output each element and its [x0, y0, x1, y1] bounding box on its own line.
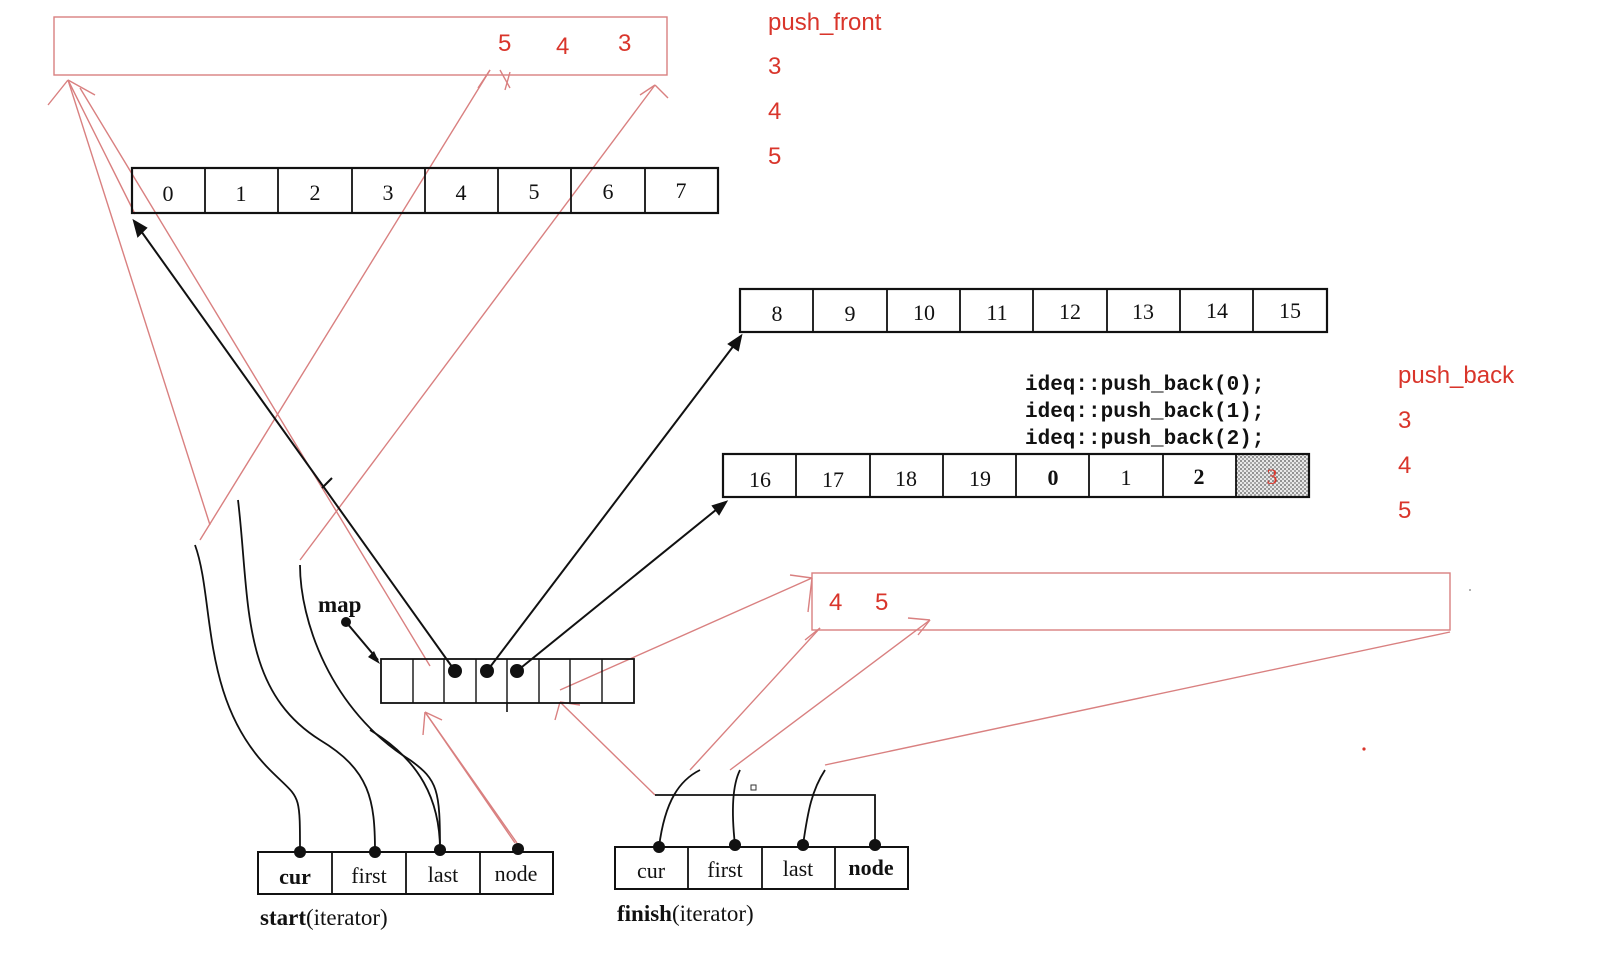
buffer-c-cell: 19 [969, 466, 991, 491]
finish-iterator-name: finish [617, 901, 672, 926]
stray-mark [1362, 747, 1366, 751]
buffer-c-cell: 1 [1121, 465, 1132, 490]
front-buffer-value: 4 [556, 33, 569, 60]
stray-mark [750, 784, 757, 791]
buffer-a: 0 1 2 3 4 5 6 7 [130, 166, 720, 215]
buffer-c-cell: 0 [1048, 465, 1059, 490]
buffer-b-cell: 9 [845, 301, 856, 326]
push-back-item: 5 [1398, 497, 1411, 524]
buffer-a-cell: 4 [456, 180, 467, 205]
push-front-item: 4 [768, 98, 781, 125]
buffer-c-shaded-cell [1236, 454, 1309, 497]
buffer-b-cell: 13 [1132, 299, 1154, 324]
back-buffer-value: 5 [875, 589, 888, 616]
buffer-c-cell: 2 [1194, 464, 1205, 489]
front-buffer-value: 5 [498, 30, 511, 57]
buffer-c-cell: 18 [895, 466, 917, 491]
buffer-c: 16 17 18 19 0 1 2 3 [721, 452, 1311, 499]
code-line: ideq::push_back(2); [1025, 428, 1264, 451]
buffer-b: 8 9 10 11 12 13 14 15 [738, 287, 1329, 334]
code-line: ideq::push_back(0); [1025, 374, 1264, 397]
map-array: map [318, 592, 635, 712]
buffer-c-cell: 3 [1267, 464, 1278, 489]
back-buffer-value: 4 [829, 589, 842, 616]
push-back-buffer-box [811, 572, 1451, 631]
finish-field: node [848, 855, 893, 880]
buffer-a-cell: 5 [529, 179, 540, 204]
stray-mark [1469, 589, 1471, 591]
buffer-a-cell: 1 [236, 181, 247, 206]
buffer-c-cell: 17 [822, 467, 844, 492]
start-field: last [428, 862, 459, 887]
code-block: ideq::push_back(0); ideq::push_back(1); … [1025, 374, 1264, 451]
map-label: map [318, 592, 361, 617]
buffer-b-cell: 15 [1279, 298, 1301, 323]
push-back-title: push_back [1398, 362, 1515, 389]
start-field: node [495, 861, 538, 886]
push-front-buffer-box [53, 16, 668, 76]
push-front-notes: push_front 3 4 5 5 4 3 [498, 9, 882, 170]
start-node-link [424, 711, 518, 844]
buffer-a-cell: 2 [310, 180, 321, 205]
finish-iterator: cur first last node finish(iterator) [614, 839, 909, 926]
finish-field: last [783, 856, 814, 881]
start-iterator-suffix: (iterator) [306, 905, 388, 930]
start-iterator-name: start [260, 905, 306, 930]
buffer-b-cell: 14 [1206, 298, 1228, 323]
push-front-item: 3 [768, 53, 781, 80]
push-back-item: 4 [1398, 452, 1411, 479]
front-buffer-value: 3 [618, 30, 631, 57]
buffer-a-cell: 3 [383, 180, 394, 205]
map-pointers [132, 218, 743, 678]
finish-field: cur [637, 858, 666, 883]
start-iterator: cur first last node start(iterator) [257, 843, 554, 930]
start-iterator-label: start(iterator) [260, 905, 388, 930]
buffer-b-cell: 12 [1059, 299, 1081, 324]
buffer-c-cell: 16 [749, 467, 771, 492]
finish-iterator-suffix: (iterator) [672, 901, 754, 926]
finish-iterator-links [655, 769, 876, 848]
buffer-b-cell: 8 [772, 301, 783, 326]
buffer-a-cell: 0 [163, 181, 174, 206]
buffer-a-cell: 6 [603, 179, 614, 204]
buffer-b-cell: 11 [986, 300, 1007, 325]
push-front-item: 5 [768, 143, 781, 170]
buffer-b-cell: 10 [913, 300, 935, 325]
start-iterator-links [194, 499, 441, 853]
finish-iterator-label: finish(iterator) [617, 901, 754, 926]
finish-field: first [707, 857, 742, 882]
buffer-a-cell: 7 [676, 178, 687, 203]
red-annotation-lines [47, 16, 1451, 844]
start-field: cur [279, 864, 311, 889]
start-field: first [351, 863, 386, 888]
push-back-item: 3 [1398, 407, 1411, 434]
push-front-title: push_front [768, 9, 882, 36]
push-back-notes: push_back 3 4 5 4 5 [829, 362, 1515, 616]
code-line: ideq::push_back(1); [1025, 401, 1264, 424]
